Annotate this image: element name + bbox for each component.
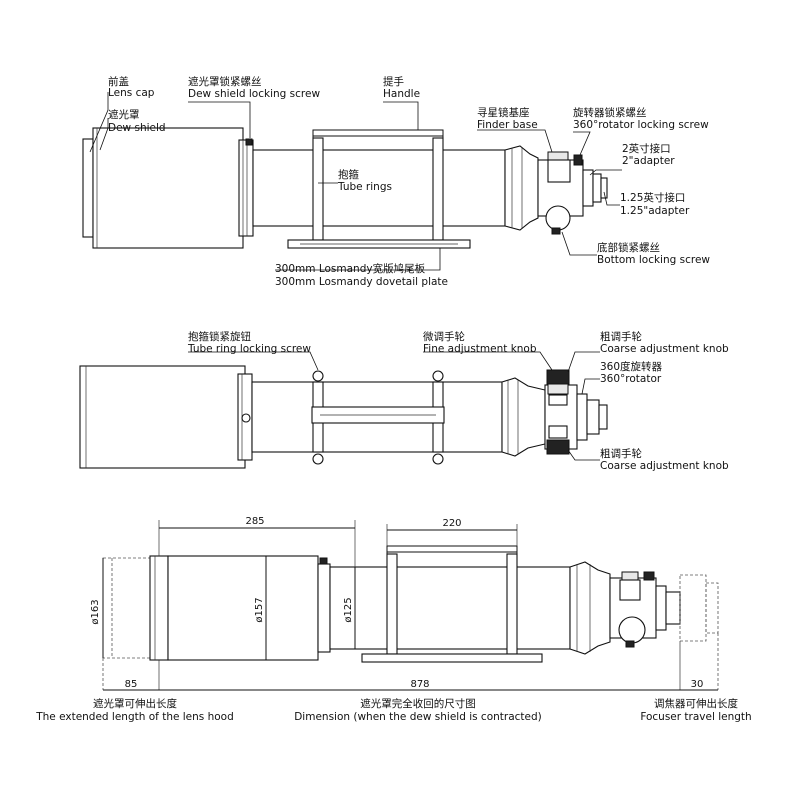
dew-shield-dim — [167, 555, 319, 661]
label-bottom-screw-en: Bottom locking screw — [597, 254, 710, 266]
focuser-extended-outline — [679, 574, 707, 642]
tube-ring-screw-right — [432, 370, 444, 382]
label-handle-zh: 提手 — [383, 75, 404, 88]
view-top-labeled — [82, 92, 622, 271]
label-finder-en: Finder base — [477, 119, 538, 131]
label-dovetail-zh: 300mm Losmandy宽版鸠尾板 — [275, 262, 426, 275]
label-fine-knob-zh: 微调手轮 — [423, 330, 465, 343]
view-middle-labeled — [79, 351, 608, 469]
dim-878: 878 — [410, 679, 429, 690]
label-lens-cap-zh: 前盖 — [108, 75, 129, 88]
main-tube-dim — [329, 566, 571, 650]
label-adapter2-en: 2"adapter — [622, 155, 675, 167]
dim-220: 220 — [442, 518, 461, 529]
label-coarse-bottom-en: Coarse adjustment knob — [600, 460, 729, 472]
label-tube-rings-zh: 抱箍 — [338, 168, 359, 181]
dim-85: 85 — [125, 679, 138, 690]
rotator-mid — [576, 393, 588, 441]
label-coarse-top-zh: 粗调手轮 — [600, 330, 642, 343]
label-fine-knob-en: Fine adjustment knob — [423, 343, 537, 355]
label-ring-screw-zh: 抱箍锁紧旋钮 — [188, 330, 251, 343]
label-finder-zh: 寻星镜基座 — [477, 106, 530, 119]
label-dew-screw-zh: 遮光罩锁紧螺丝 — [188, 75, 262, 88]
main-tube — [252, 149, 506, 227]
label-coarse-top-en: Coarse adjustment knob — [600, 343, 729, 355]
dim-157: ø157 — [254, 597, 265, 622]
tube-ring-screw-left — [312, 370, 324, 382]
handle — [312, 129, 444, 150]
caption-focuser-en: Focuser travel length — [640, 711, 751, 723]
tube-ring-left — [312, 137, 324, 241]
dim-30: 30 — [691, 679, 704, 690]
tube-ring-right — [432, 137, 444, 241]
label-dew-shield-zh: 遮光罩 — [108, 108, 140, 121]
bottom-screw — [551, 227, 561, 235]
caption-hood-zh: 遮光罩可伸出长度 — [93, 697, 177, 710]
caption-dimension-en: Dimension (when the dew shield is contra… — [294, 711, 542, 723]
label-handle-en: Handle — [383, 88, 420, 100]
dim-163: ø163 — [90, 599, 101, 624]
label-bottom-screw-zh: 底部锁紧螺丝 — [597, 241, 660, 254]
label-adapter125-zh: 1.25英寸接口 — [620, 191, 685, 204]
dew-shield-mid — [79, 365, 246, 469]
coarse-knob-bottom — [546, 439, 570, 455]
view-bottom-dimensions — [102, 520, 719, 691]
rotator-screw — [573, 154, 583, 166]
lens-cap — [82, 138, 94, 238]
adapter-2in — [582, 169, 594, 207]
label-dew-shield-en: Dew shield — [108, 122, 166, 134]
label-tube-rings-en: Tube rings — [337, 181, 392, 193]
dovetail-dim — [361, 653, 543, 663]
caption-hood-en: The extended length of the lens hood — [35, 711, 234, 723]
dew-shield-screw — [245, 138, 253, 146]
handle-dim — [386, 545, 518, 567]
dim-125: ø125 — [343, 597, 354, 622]
label-coarse-bottom-zh: 粗调手轮 — [600, 447, 642, 460]
label-rotator-screw-zh: 旋转器锁紧螺丝 — [573, 106, 647, 119]
dew-shield — [92, 127, 244, 249]
caption-dimension-zh: 遮光罩完全收回的尺寸图 — [360, 697, 476, 710]
dim-285: 285 — [245, 516, 264, 527]
label-adapter125-en: 1.25"adapter — [620, 205, 690, 217]
label-ring-screw-en: Tube ring locking screw — [187, 343, 311, 355]
label-dew-screw-en: Dew shield locking screw — [188, 88, 320, 100]
label-rotator-screw-en: 360°rotator locking screw — [573, 119, 709, 131]
adapter-125in — [600, 177, 608, 199]
caption-focuser-zh: 调焦器可伸出长度 — [654, 697, 738, 710]
label-dovetail-en: 300mm Losmandy dovetail plate — [275, 276, 448, 288]
label-lens-cap-en: Lens cap — [108, 87, 155, 99]
bottom-knob — [545, 205, 571, 231]
fine-knob — [546, 369, 570, 385]
label-adapter2-zh: 2英寸接口 — [622, 142, 671, 155]
label-rotator-en: 360°rotator — [600, 373, 662, 385]
label-rotator-zh: 360度旋转器 — [600, 360, 663, 373]
